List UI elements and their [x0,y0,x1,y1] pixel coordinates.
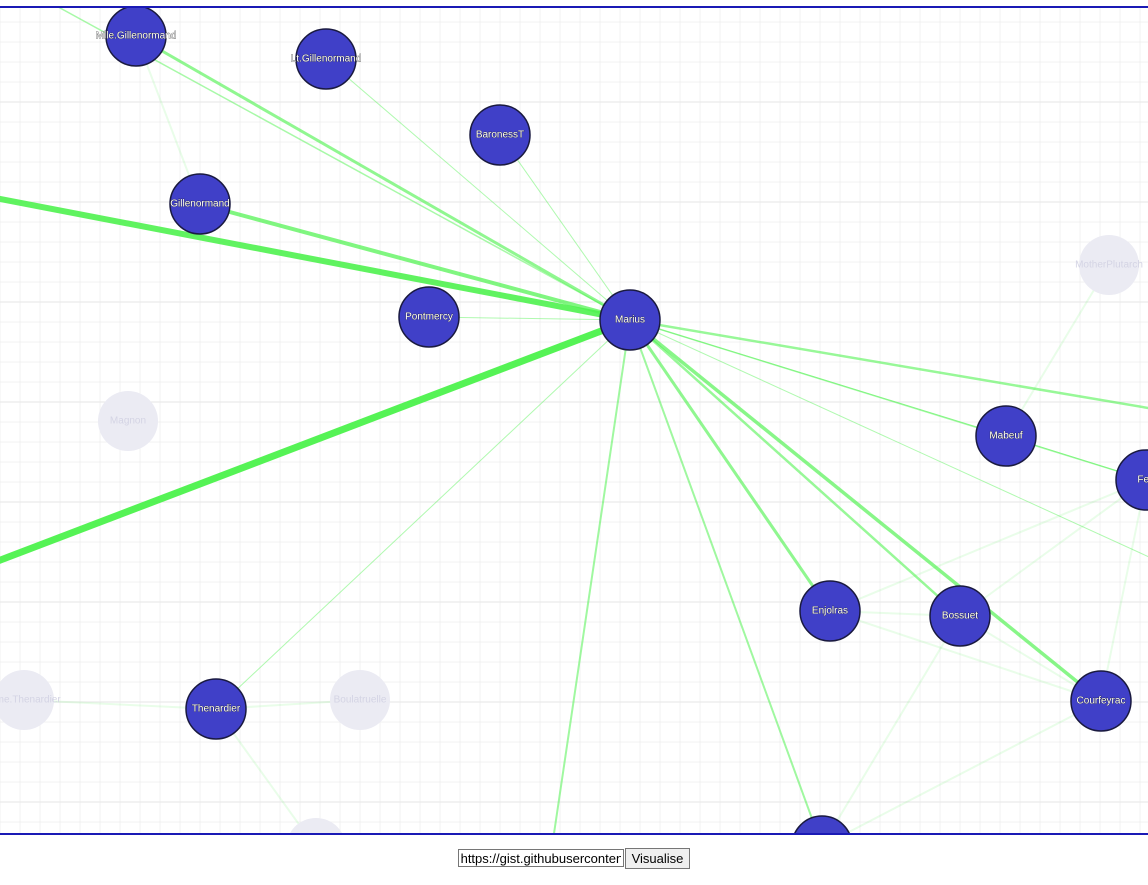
node-label: Mabeuf [989,431,1023,442]
node-marius[interactable]: Marius [599,289,661,351]
node-circle[interactable] [1070,670,1132,732]
node-label: Enjolras [812,606,848,617]
node-bottom-faded-node[interactable] [286,818,346,835]
node-circle[interactable] [975,405,1037,467]
node-label: MotherPlutarch [1075,260,1143,271]
node-label: Boulatruelle [334,695,387,706]
node-circle[interactable] [1115,449,1148,511]
edge-marius-courfeyrac [628,318,1103,703]
node-bottom-node[interactable] [792,815,852,835]
edge-marius-lt-gillenormand [325,58,631,321]
edge-marius-bossuet [629,319,961,617]
node-label: Bossuet [942,611,978,622]
node-circle[interactable] [792,815,852,835]
node-circle[interactable] [169,173,231,235]
node-label: Magnon [110,416,146,427]
node-label: Pontmercy [405,312,453,323]
node-label: Lt.Gillenormand [291,54,362,65]
node-label: Thenardier [192,704,241,715]
edge-marius-offscreen-left-1 [0,195,631,323]
node-bossuet[interactable]: Bossuet [929,585,991,647]
node-circle[interactable] [799,580,861,642]
node-courfeyrac[interactable]: Courfeyrac [1070,670,1132,732]
node-label: Marius [615,315,645,326]
background-edge [829,610,1102,702]
node-thenardier[interactable]: Thenardier [185,678,247,740]
edge-marius-baronesst [499,134,631,321]
edge-marius-mabeuf [629,319,1007,437]
node-baronesst[interactable]: BaronessT [469,104,531,166]
visualise-button[interactable]: Visualise [624,847,691,869]
node-boulatruelle[interactable]: Boulatruelle [330,670,390,730]
node-circle[interactable] [398,286,460,348]
node-circle[interactable] [0,670,54,730]
edges [0,8,1148,833]
node-label: Mlle.Gillenormand [96,31,177,42]
node-label: BaronessT [476,130,524,141]
background-edge [828,615,961,833]
node-mme-thenardier[interactable]: Mme.Thenardier [0,670,61,730]
edge-marius-mlle-gillenormand [135,34,631,322]
controls-bar: Visualise [0,845,1148,871]
background-edge [1100,479,1147,702]
node-circle[interactable] [185,678,247,740]
grid [0,8,1148,833]
node-circle[interactable] [599,289,661,351]
edge-marius-offscreen-right [629,318,1148,410]
edge-marius-thenardier [215,319,631,710]
node-magnon[interactable]: Magnon [98,391,158,451]
node-mother-plutarch[interactable]: MotherPlutarch [1075,235,1143,295]
background-edge [23,699,217,710]
background-edge [829,479,1147,612]
nodes: Marius Mlle.GillenormandLt.GillenormandBa… [0,6,1148,835]
edge-marius-gillenormand [199,202,631,322]
edge-marius-offscreen-bottom [553,319,631,833]
node-circle[interactable] [469,104,531,166]
node-feuilly[interactable]: Feu [1115,449,1148,511]
node-label: Mme.Thenardier [0,695,61,706]
url-input[interactable] [457,849,624,867]
node-circle[interactable] [330,670,390,730]
edge-marius-bottom-node [629,319,819,833]
node-label: Gillenormand [170,199,229,210]
background-edge [844,700,1102,833]
node-label: Feu [1137,475,1148,486]
node-pontmercy[interactable]: Pontmercy [398,286,460,348]
node-circle[interactable] [929,585,991,647]
edge-marius-feuilly [629,319,1147,481]
network-graph[interactable]: Marius Mlle.GillenormandLt.GillenormandBa… [0,6,1148,835]
node-gillenormand[interactable]: Gillenormand [169,173,231,235]
edge-marius-offscreen-left-2 [0,316,632,564]
node-lt-gillenormand[interactable]: Lt.Gillenormand [290,28,362,90]
background-edge [1005,264,1110,437]
node-circle[interactable] [295,28,357,90]
edge-marius-offscreen-right-2 [629,319,1148,558]
node-circle[interactable] [98,391,158,451]
background-edge [959,479,1147,617]
node-mabeuf[interactable]: Mabeuf [975,405,1037,467]
node-circle[interactable] [286,818,346,835]
node-circle[interactable] [1079,235,1139,295]
node-circle[interactable] [105,6,167,67]
edge-marius-pontmercy [428,316,631,321]
edge-marius-enjolras [628,319,832,612]
node-mlle-gillenormand[interactable]: Mlle.Gillenormand [95,6,177,67]
node-label: Courfeyrac [1077,696,1126,707]
node-enjolras[interactable]: Enjolras [799,580,861,642]
